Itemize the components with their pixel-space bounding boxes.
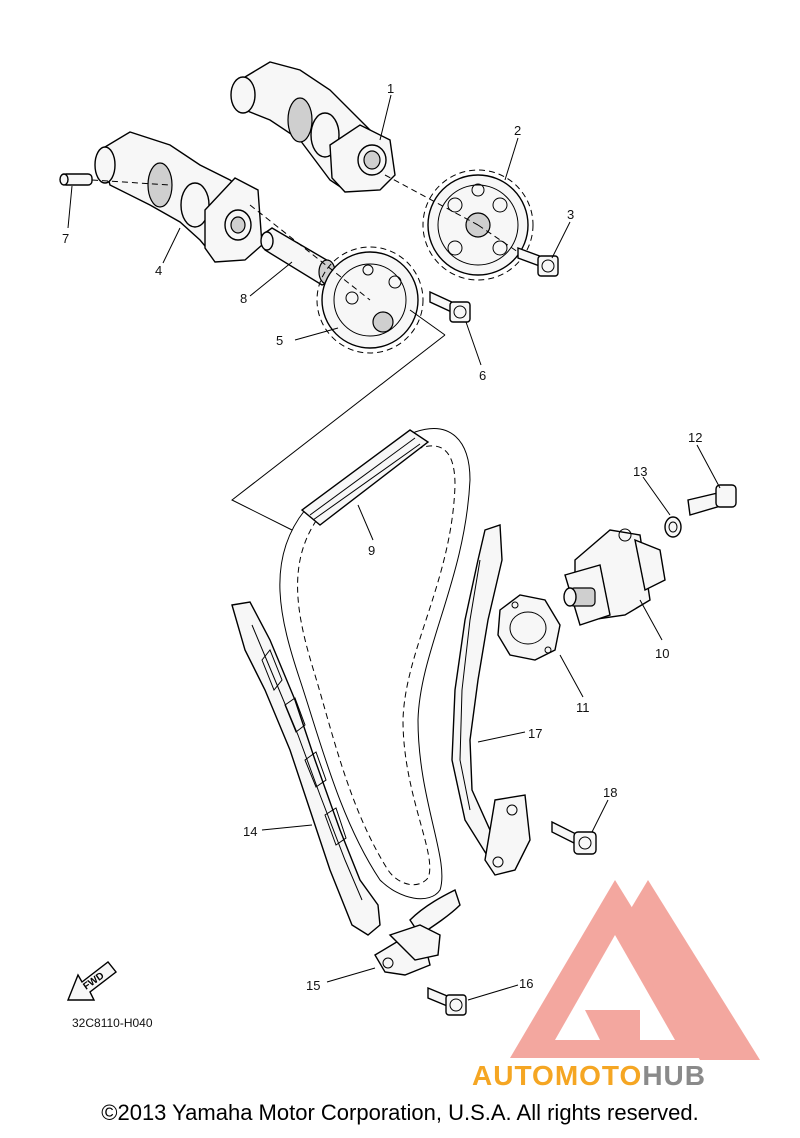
watermark-text: AUTOMOTOHUB: [472, 1060, 706, 1091]
callout-8: 8: [240, 291, 247, 306]
callout-6: 6: [479, 368, 486, 383]
chain-tensioner: [563, 528, 666, 626]
callout-2: 2: [514, 123, 521, 138]
dowel-pin: [59, 173, 93, 186]
callout-1: 1: [387, 81, 394, 96]
callout-7: 7: [62, 231, 69, 246]
callout-13: 13: [633, 464, 647, 479]
camshaft-exhaust: [230, 61, 396, 193]
watermark-logo: [510, 880, 760, 1060]
callout-12: 12: [688, 430, 702, 445]
callout-14: 14: [243, 824, 257, 839]
chain-guide-left: [231, 601, 381, 936]
diagram-code: 32C8110-H040: [72, 1016, 153, 1030]
bolt-stopper: [427, 986, 467, 1016]
chain-stopper: [374, 889, 461, 976]
timing-chain: [279, 428, 471, 900]
bolt-sprocket-lower: [429, 290, 471, 323]
watermark-prefix: AUTOMOTO: [472, 1060, 642, 1091]
camshaft-intake: [94, 131, 263, 263]
callout-9: 9: [368, 543, 375, 558]
washer: [664, 516, 682, 538]
callout-5: 5: [276, 333, 283, 348]
fwd-arrow: FWD: [66, 961, 117, 1001]
bolt-sprocket-upper: [517, 246, 559, 277]
tensioner-bolt: [687, 484, 737, 516]
watermark-suffix: HUB: [642, 1060, 706, 1091]
callout-18: 18: [603, 785, 617, 800]
callout-10: 10: [655, 646, 669, 661]
tensioner-gasket: [497, 594, 561, 661]
chain-guide-right: [451, 524, 531, 876]
callout-17: 17: [528, 726, 542, 741]
bolt-guide-right: [551, 820, 597, 855]
callout-3: 3: [567, 207, 574, 222]
callout-11: 11: [576, 700, 590, 715]
decompression-shaft: [260, 227, 336, 286]
callout-numbers: 1 2 3 4 5 6 7 8 9 10 11 12 13 14 15 16 1…: [62, 81, 702, 993]
leader-lines: [67, 94, 721, 1001]
callout-16: 16: [519, 976, 533, 991]
copyright-notice: ©2013 Yamaha Motor Corporation, U.S.A. A…: [101, 1100, 699, 1125]
callout-15: 15: [306, 978, 320, 993]
callout-4: 4: [155, 263, 162, 278]
